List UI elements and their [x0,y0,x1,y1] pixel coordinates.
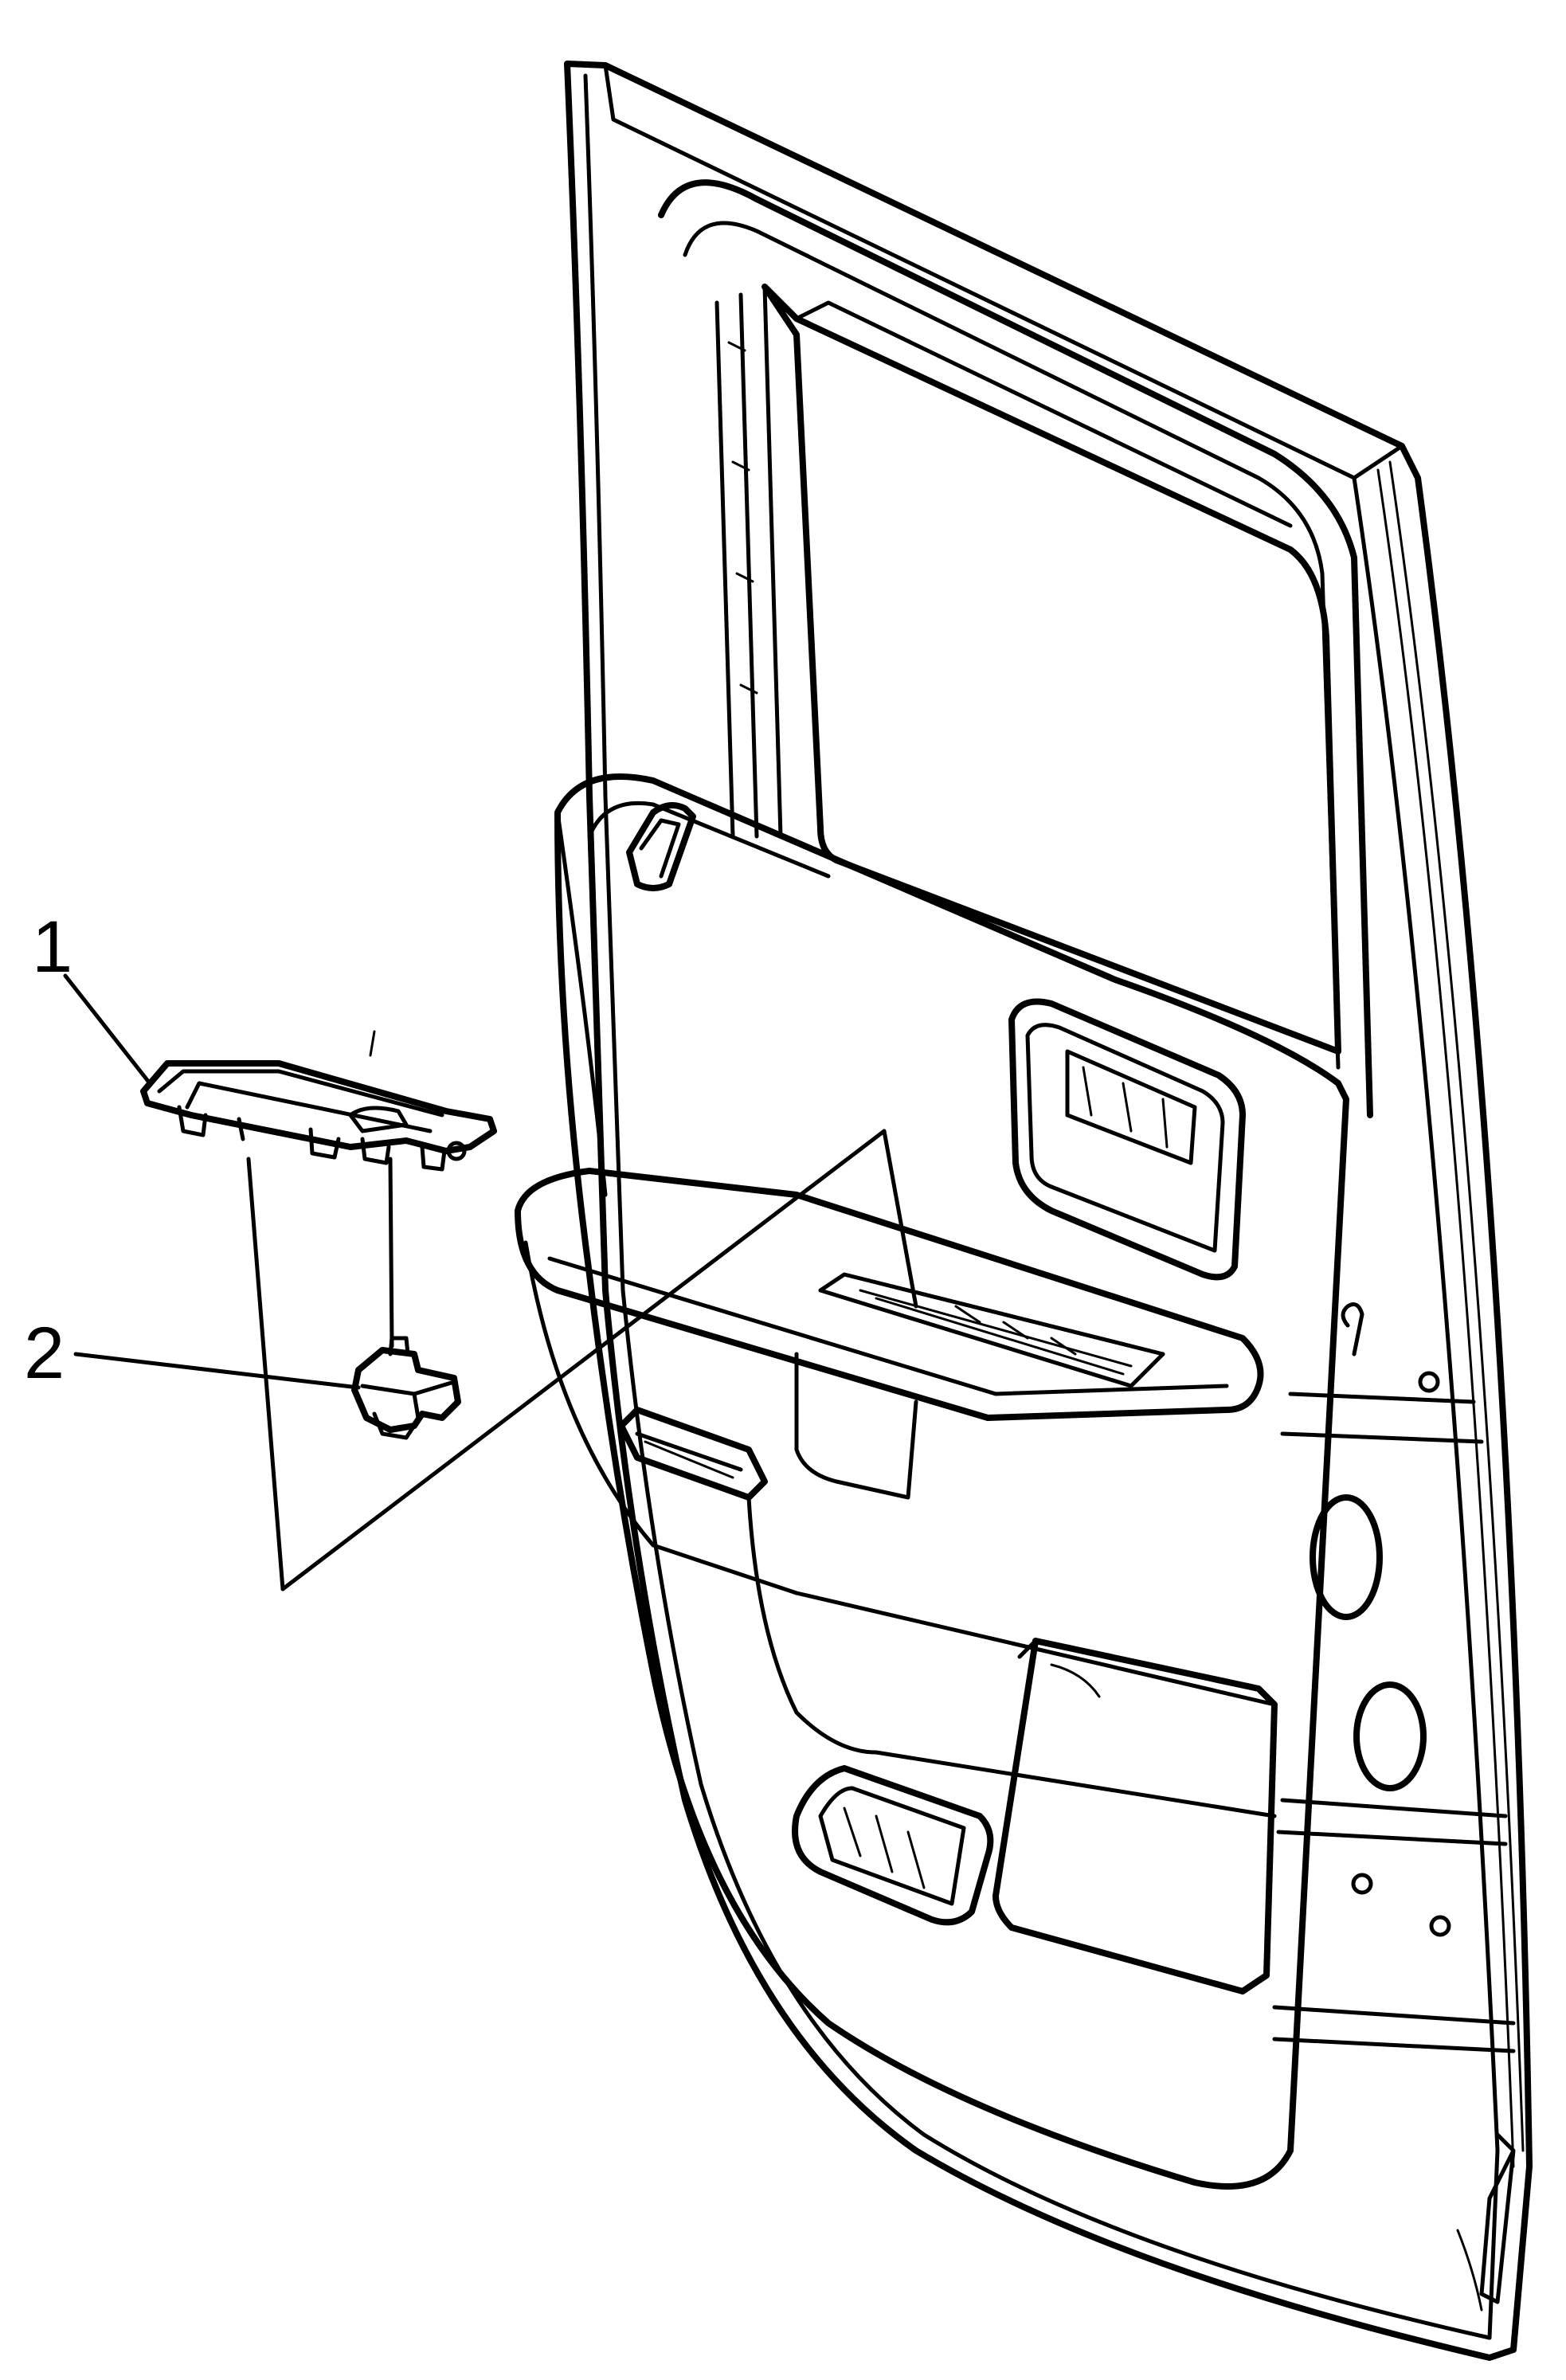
window-switch-part [351,1336,461,1440]
callout-2-leader [73,1352,361,1390]
pull-handle [618,1407,768,1501]
inside-handle-bezel [1008,998,1246,1281]
door-edge-panels [1272,1302,1516,2311]
lower-cutout [792,1765,994,1926]
door-trim-panel [554,773,1349,2190]
callout-1-label: 1 [32,906,72,988]
armrest [515,1168,1264,1595]
switch-bezel-part [140,1030,497,1172]
callout-1-leader [63,973,152,1086]
assembly-lines [63,973,918,1591]
callout-2-label: 2 [24,1313,65,1394]
window-opening [658,179,1373,1118]
upper-handle-pocket [626,802,696,891]
door-outer-frame [564,61,1533,2361]
map-pocket [746,1495,1278,1994]
